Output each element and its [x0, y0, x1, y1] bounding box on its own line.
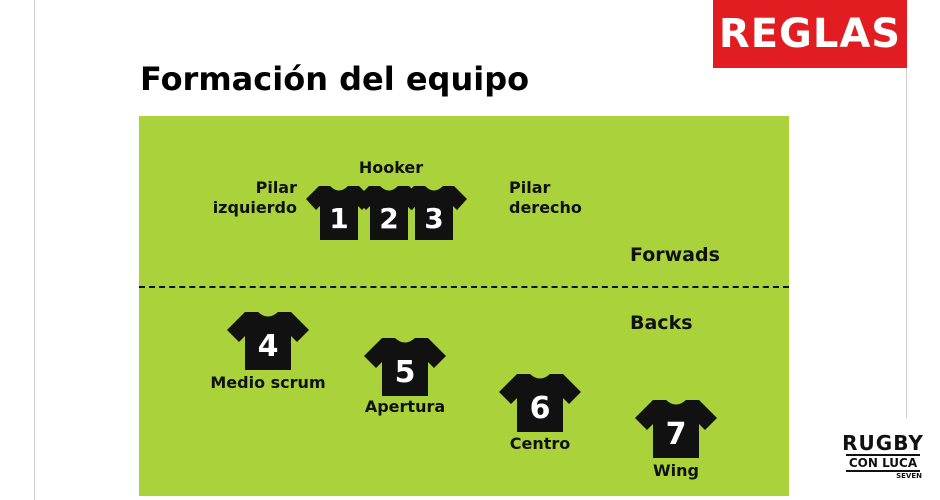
- jersey-1: 1: [306, 182, 372, 240]
- player-7-label: Wing: [653, 461, 699, 480]
- jersey-7: 7: [635, 398, 717, 458]
- rugby-con-luca-logo: RUGBY CON LUCA SEVEN: [842, 432, 924, 484]
- jersey-7-number: 7: [666, 417, 687, 452]
- player-1-label-line-1: Pilar: [255, 178, 297, 197]
- player-3-label-line-1: Pilar: [509, 178, 551, 197]
- player-5-label: Apertura: [364, 397, 446, 416]
- jersey-6-shirt-icon: [499, 374, 581, 432]
- jersey-3-number: 3: [424, 202, 443, 235]
- jersey-6: 6: [499, 372, 581, 432]
- page-title: Formación del equipo: [140, 60, 530, 98]
- player-1-label: Pilar izquierdo: [199, 178, 297, 218]
- formation-field: Pilar izquierdo Hooker Pilar derecho 3 2…: [139, 116, 789, 496]
- forwards-backs-divider: [139, 286, 789, 288]
- jersey-2: 2: [356, 182, 422, 240]
- jersey-5-number: 5: [395, 355, 416, 390]
- logo-line-1: RUGBY: [842, 431, 924, 455]
- player-1-label-line-2: izquierdo: [212, 198, 297, 217]
- jersey-7-shirt-icon: [635, 400, 717, 458]
- reglas-badge: REGLAS: [713, 0, 907, 68]
- jersey-1-number: 1: [329, 202, 348, 235]
- player-3-label: Pilar derecho: [509, 178, 582, 218]
- backs-section-label: Backs: [630, 312, 693, 334]
- player-6-label: Centro: [509, 434, 571, 453]
- player-3-label-line-2: derecho: [509, 198, 582, 217]
- jersey-4: 4: [227, 310, 309, 370]
- player-4-label: Medio scrum: [210, 373, 326, 392]
- badge-label: REGLAS: [718, 11, 902, 57]
- forwards-section-label: Forwads: [630, 244, 720, 266]
- player-2-label: Hooker: [358, 158, 424, 177]
- jersey-4-shirt-icon: [227, 312, 309, 370]
- jersey-6-number: 6: [530, 391, 551, 426]
- logo-line-3: SEVEN: [896, 472, 922, 480]
- jersey-5: 5: [364, 336, 446, 396]
- left-margin-line: [34, 0, 35, 500]
- jersey-4-number: 4: [258, 329, 279, 364]
- jersey-2-number: 2: [379, 202, 398, 235]
- logo-line-2: CON LUCA: [846, 454, 920, 472]
- jersey-5-shirt-icon: [364, 338, 446, 396]
- right-margin-line: [906, 68, 907, 418]
- jersey-2-shirt-icon: [356, 186, 422, 240]
- jersey-1-shirt-icon: [306, 186, 372, 240]
